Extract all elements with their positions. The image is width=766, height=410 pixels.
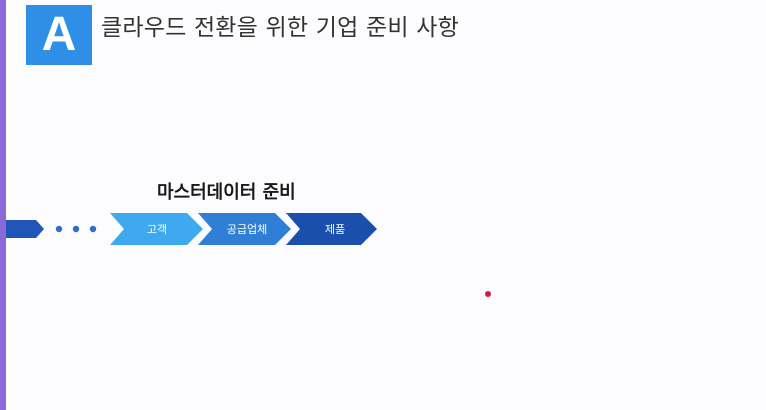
step-chevron-customer [110, 213, 203, 245]
step-chevron-supplier [198, 213, 291, 245]
laser-pointer-dot [485, 291, 491, 297]
process-flow-graphic: 고객 공급업체 제품 [6, 213, 377, 245]
ellipsis-dot [89, 225, 97, 233]
badge-letter: A [41, 8, 77, 61]
section-heading: 마스터데이터 준비 [157, 182, 296, 203]
step-label-product: 제품 [325, 223, 345, 236]
step-label-customer: 고객 [147, 223, 167, 236]
ellipsis-dot [55, 225, 63, 233]
step-chevron-product [286, 213, 377, 245]
page-title: 클라우드 전환을 위한 기업 준비 사항 [101, 15, 459, 41]
slide-canvas: A 클라우드 전환을 위한 기업 준비 사항 마스터데이터 준비 고객 공급업체… [6, 0, 766, 410]
ellipsis-dot [72, 225, 80, 233]
step-label-supplier: 공급업체 [227, 223, 267, 236]
process-flow: 고객 공급업체 제품 [6, 210, 406, 248]
section-letter-badge: A [26, 5, 92, 65]
lead-arrow-shape [6, 220, 44, 238]
